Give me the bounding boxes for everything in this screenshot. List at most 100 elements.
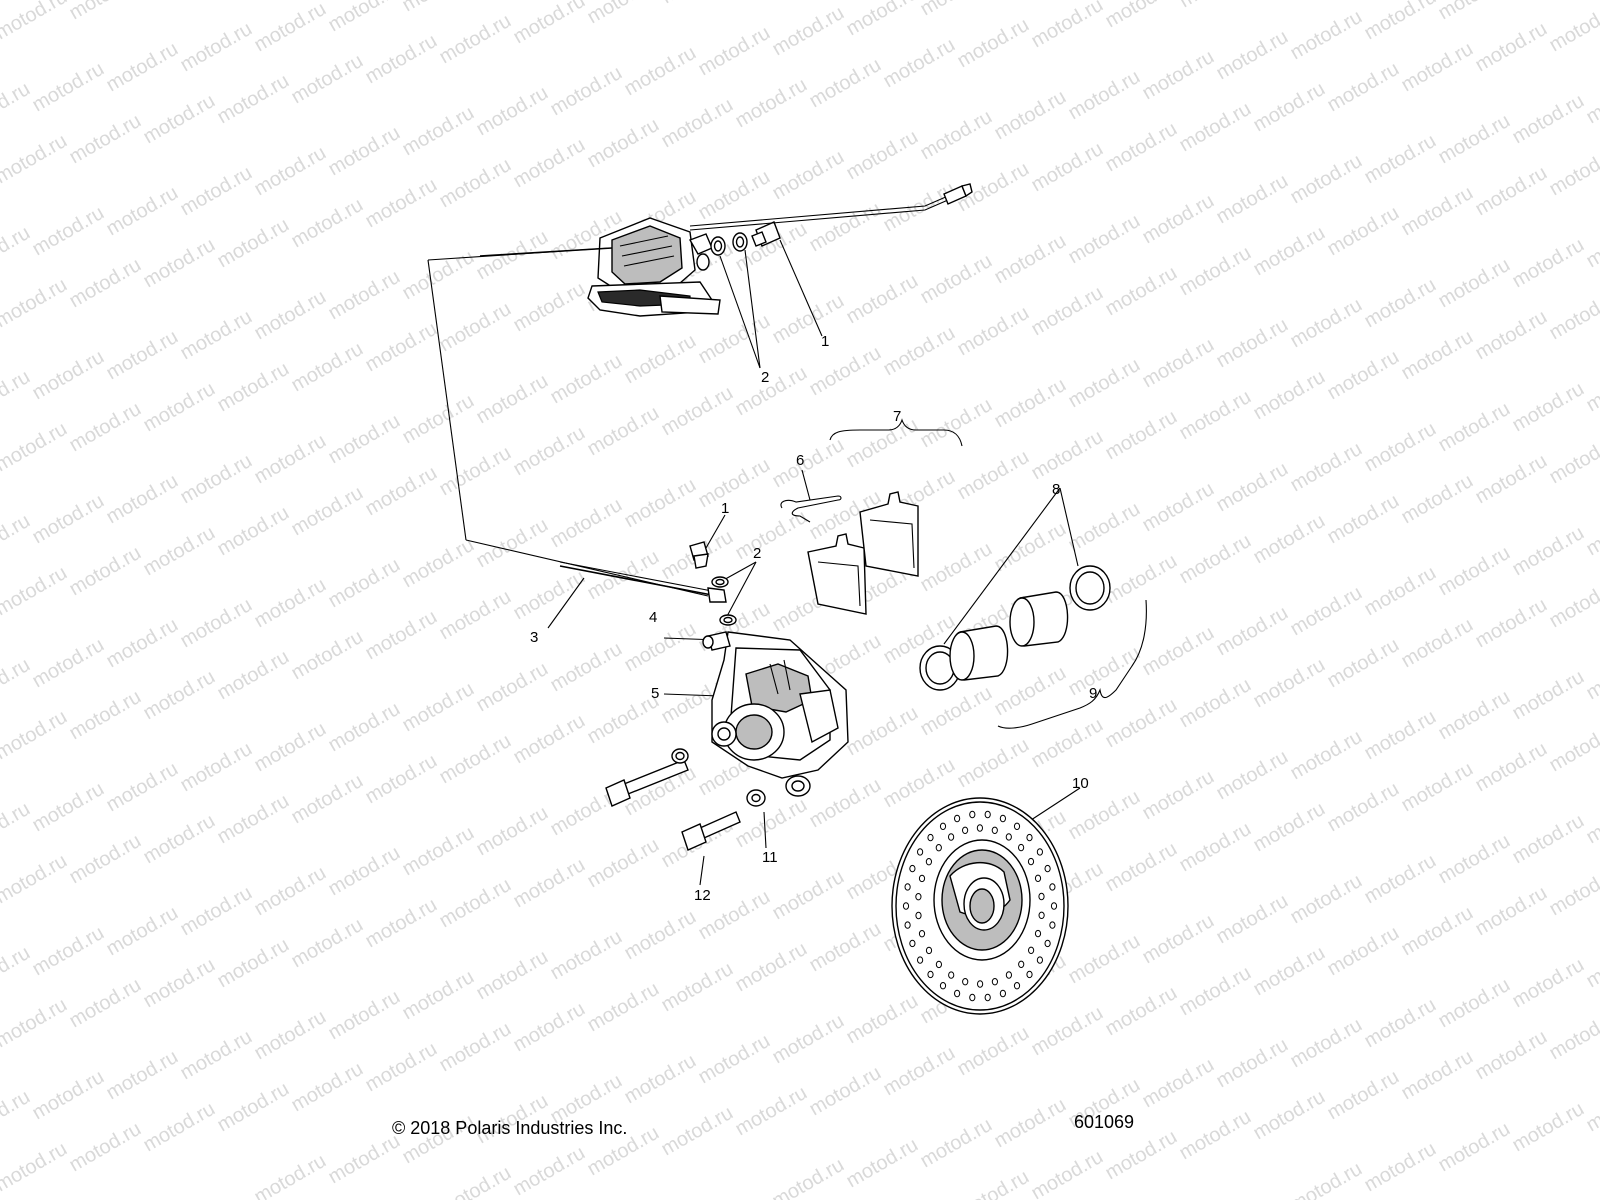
watermark-text: motod.ru xyxy=(880,178,959,237)
callout-3: 3 xyxy=(530,629,538,646)
watermark-text: motod.ru xyxy=(954,1022,1033,1081)
watermark-text: motod.ru xyxy=(732,938,811,997)
watermark-text: motod.ru xyxy=(177,306,256,365)
watermark-text: motod.ru xyxy=(547,62,626,121)
master-cylinder xyxy=(587,217,721,317)
watermark-text: motod.ru xyxy=(436,874,515,933)
watermark-text: motod.ru xyxy=(1472,1026,1551,1085)
watermark-text: motod.ru xyxy=(769,290,848,349)
watermark-text: motod.ru xyxy=(1028,1002,1107,1061)
vent-hole xyxy=(954,814,961,823)
watermark-text: motod.ru xyxy=(1324,778,1403,837)
watermark-text: motod.ru xyxy=(1435,830,1514,889)
watermark-text: motod.ru xyxy=(843,270,922,329)
watermark-text: motod.ru xyxy=(0,1086,34,1145)
callout-6: 6 xyxy=(796,452,804,469)
watermark-text: motod.ru xyxy=(806,918,885,977)
callout-9: 9 xyxy=(1089,685,1097,702)
watermark-text: motod.ru xyxy=(29,58,108,117)
watermark-text: motod.ru xyxy=(806,342,885,401)
watermark-text: motod.ru xyxy=(66,0,145,24)
watermark-text: motod.ru xyxy=(325,266,404,325)
watermark-text: motod.ru xyxy=(1287,6,1366,65)
watermark-text: motod.ru xyxy=(1583,502,1600,561)
vent-hole xyxy=(909,864,916,873)
watermark-text: motod.ru xyxy=(1583,1078,1600,1137)
watermark-text: motod.ru xyxy=(436,10,515,69)
watermark-text: motod.ru xyxy=(1435,542,1514,601)
watermark-text: motod.ru xyxy=(177,882,256,941)
vent-hole xyxy=(1018,960,1025,968)
watermark-text: motod.ru xyxy=(399,966,478,1025)
watermark-text: motod.ru xyxy=(1250,510,1329,569)
watermark-text: motod.ru xyxy=(399,822,478,881)
watermark-text: motod.ru xyxy=(436,442,515,501)
watermark-text: motod.ru xyxy=(1287,582,1366,641)
watermark-text: motod.ru xyxy=(251,1006,330,1065)
watermark-text: motod.ru xyxy=(0,1138,71,1197)
watermark-text: motod.ru xyxy=(1324,202,1403,261)
watermark-text: motod.ru xyxy=(436,1018,515,1077)
watermark-text: motod.ru xyxy=(1250,942,1329,1001)
watermark-text: motod.ru xyxy=(66,1118,145,1177)
watermark-text: motod.ru xyxy=(103,758,182,817)
watermark-text: motod.ru xyxy=(103,326,182,385)
watermark-text: motod.ru xyxy=(1102,982,1181,1041)
watermark-text: motod.ru xyxy=(29,634,108,693)
watermark-text: motod.ru xyxy=(1287,438,1366,497)
watermark-text: motod.ru xyxy=(288,770,367,829)
watermark-text: motod.ru xyxy=(140,954,219,1013)
watermark-text: motod.ru xyxy=(251,142,330,201)
watermark-text: motod.ru xyxy=(399,102,478,161)
watermark-text: motod.ru xyxy=(1509,810,1588,869)
watermark-text: motod.ru xyxy=(917,682,996,741)
watermark-text: motod.ru xyxy=(0,366,34,425)
watermark-text: motod.ru xyxy=(1065,354,1144,413)
watermark-text: motod.ru xyxy=(1065,66,1144,125)
watermark-text: motod.ru xyxy=(1176,962,1255,1021)
watermark-text: motod.ru xyxy=(806,774,885,833)
watermark-text: motod.ru xyxy=(1176,1106,1255,1165)
watermark-text: motod.ru xyxy=(695,166,774,225)
watermark-text: motod.ru xyxy=(1102,0,1181,32)
watermark-text: motod.ru xyxy=(473,802,552,861)
watermark-text: motod.ru xyxy=(1398,470,1477,529)
watermark-text: motod.ru xyxy=(399,534,478,593)
watermark-text: motod.ru xyxy=(584,402,663,461)
vent-hole xyxy=(991,978,999,986)
vent-hole xyxy=(1013,822,1021,830)
vent-hole xyxy=(904,921,911,929)
watermark-text: motod.ru xyxy=(880,34,959,93)
watermark-text: motod.ru xyxy=(0,798,34,857)
vent-hole xyxy=(1049,921,1056,929)
watermark-text: motod.ru xyxy=(325,0,404,36)
watermark-text: motod.ru xyxy=(140,0,219,4)
watermark-text: motod.ru xyxy=(991,518,1070,577)
watermark-text: motod.ru xyxy=(214,502,293,561)
vent-hole xyxy=(1026,970,1033,979)
watermark-text: motod.ru xyxy=(658,94,737,153)
watermark-text: motod.ru xyxy=(584,978,663,1037)
watermark-text: motod.ru xyxy=(1139,334,1218,393)
watermark-text: motod.ru xyxy=(1398,1046,1477,1105)
watermark-text: motod.ru xyxy=(806,1062,885,1121)
watermark-text: motod.ru xyxy=(917,394,996,453)
watermark-text: motod.ru xyxy=(362,750,441,809)
watermark-text: motod.ru xyxy=(29,922,108,981)
watermark-text: motod.ru xyxy=(547,926,626,985)
watermark-text: motod.ru xyxy=(1361,418,1440,477)
watermark-text: motod.ru xyxy=(473,370,552,429)
watermark-text: motod.ru xyxy=(288,626,367,685)
vent-hole xyxy=(1036,848,1044,856)
callout-8: 8 xyxy=(1052,481,1060,498)
callout-1-lower: 1 xyxy=(721,500,729,517)
bleeder-valve xyxy=(702,631,731,651)
watermark-text: motod.ru xyxy=(1546,142,1600,201)
watermark-text: motod.ru xyxy=(140,810,219,869)
watermark-text: motod.ru xyxy=(325,554,404,613)
watermark-text: motod.ru xyxy=(288,338,367,397)
watermark-text: motod.ru xyxy=(325,842,404,901)
watermark-text: motod.ru xyxy=(1361,0,1440,44)
watermark-text: motod.ru xyxy=(1139,766,1218,825)
watermark-text: motod.ru xyxy=(214,70,293,129)
